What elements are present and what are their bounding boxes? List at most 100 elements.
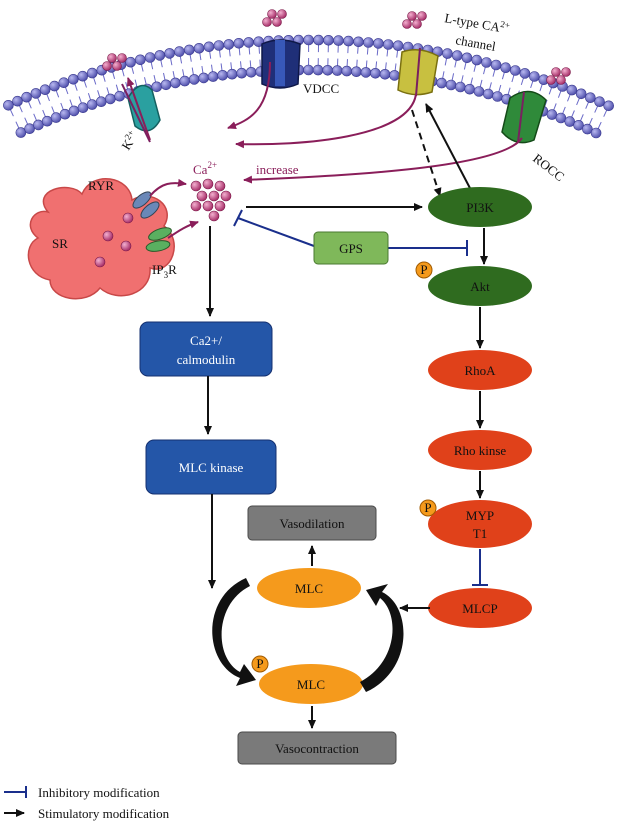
lipid-head — [77, 102, 89, 113]
lipid-head — [105, 93, 116, 105]
calcium-ion — [102, 61, 112, 71]
calcium-ion — [412, 19, 422, 29]
vasocontraction-box: Vasocontraction — [237, 731, 397, 765]
vdcc-label: VDCC — [303, 81, 339, 96]
calcium-ion — [556, 75, 566, 85]
sr-label: SR — [52, 236, 68, 251]
legend-inhibitory-icon — [4, 786, 27, 798]
lipid-head — [312, 64, 324, 76]
calcium-ion — [551, 67, 561, 77]
ion-cluster-ltype — [402, 11, 427, 29]
phospho-badge-akt: P — [415, 261, 433, 279]
svg-text:MYP: MYP — [466, 508, 494, 523]
increase-label: increase — [256, 162, 299, 177]
svg-text:MLC kinase: MLC kinase — [179, 460, 244, 475]
lipid-head — [392, 40, 404, 52]
lipid-head — [114, 90, 125, 102]
calcium-ion — [94, 256, 106, 268]
lipid-head — [331, 65, 343, 76]
mlc-node: MLC — [257, 568, 361, 608]
calcium-ion — [202, 200, 214, 212]
lipid-head — [68, 105, 80, 117]
lipid-head — [481, 57, 492, 68]
lipid-head — [160, 79, 172, 91]
lipid-head — [193, 42, 205, 54]
lipid-head — [203, 41, 215, 53]
cytosolic-calcium — [190, 178, 232, 222]
phospho-badge-mypt1: P — [419, 499, 437, 517]
ltype-label-line1: L-type CA2+ — [443, 9, 510, 36]
calcium-ion — [272, 17, 282, 27]
ion-cluster-rocc — [546, 67, 571, 85]
lipid-head — [15, 127, 27, 138]
calcium-ion — [402, 19, 412, 29]
lipid-head — [353, 36, 364, 48]
mypt1-inhibits-mlcp — [472, 549, 488, 586]
right-pathway-arrows — [399, 228, 488, 612]
svg-text:MLC: MLC — [295, 581, 323, 596]
lipid-head — [464, 83, 476, 95]
ryr-receptor — [132, 191, 160, 219]
rhoa-node: RhoA — [428, 350, 532, 390]
calcium-ion — [208, 210, 220, 222]
lipid-head — [68, 74, 79, 85]
svg-text:MLC: MLC — [297, 677, 325, 692]
lipid-head — [370, 68, 381, 79]
calcium-ion — [277, 9, 287, 19]
calcium-ion — [117, 53, 127, 63]
lipid-head — [594, 96, 605, 107]
lipid-head — [573, 120, 584, 131]
svg-text:Ca2+/: Ca2+/ — [190, 333, 222, 348]
sr-ions — [94, 212, 134, 268]
k-channel-label: K2+ — [118, 128, 142, 153]
calcium-ion — [561, 67, 571, 77]
svg-text:Rho kinse: Rho kinse — [454, 443, 507, 458]
lipid-head — [164, 48, 175, 59]
lipid-head — [41, 115, 53, 127]
svg-text:P: P — [420, 262, 427, 277]
lipid-head — [12, 95, 23, 107]
lipid-head — [313, 34, 324, 46]
rocc-label: ROCC — [530, 151, 567, 185]
lipid-head — [529, 71, 540, 82]
svg-text:PI3K: PI3K — [466, 200, 494, 215]
lipid-head — [351, 66, 362, 77]
calcium-ion — [120, 240, 132, 252]
svg-text:Vasodilation: Vasodilation — [280, 516, 345, 531]
calmodulin-box: Ca2+/ calmodulin — [139, 321, 273, 377]
lipid-head — [50, 112, 62, 123]
lipid-head — [33, 119, 44, 131]
lipid-head — [471, 54, 483, 66]
calcium-label: Ca2+ — [193, 160, 217, 177]
lipid-head — [86, 99, 98, 110]
svg-text:calmodulin: calmodulin — [177, 352, 236, 367]
sr-release-arrows — [149, 178, 199, 239]
lipid-head — [360, 67, 372, 78]
lipid-head — [323, 34, 334, 46]
lipid-head — [389, 70, 400, 81]
lipid-head — [226, 68, 238, 80]
calcium-ion — [220, 190, 232, 202]
lipid-head — [21, 91, 32, 103]
svg-text:P: P — [424, 500, 431, 515]
lipid-head — [575, 88, 587, 100]
calcium-ion — [102, 230, 114, 242]
l-type-channel — [397, 47, 439, 97]
lipid-head — [500, 62, 512, 73]
lipid-head — [341, 65, 353, 77]
lipid-head — [590, 127, 602, 139]
ryr-label: RYR — [88, 178, 114, 193]
lipid-head — [223, 39, 235, 50]
rocc-channel — [501, 90, 547, 144]
lipid-head — [198, 72, 209, 84]
lipid-head — [184, 44, 195, 56]
pi3k-node: PI3K — [428, 187, 532, 227]
calcium-ion — [407, 11, 417, 21]
legend-stimulatory-label: Stimulatory modification — [38, 806, 170, 821]
svg-text:Vasocontraction: Vasocontraction — [275, 741, 359, 756]
ltype-to-pi3k-dashed — [411, 109, 442, 197]
vasodilation-box: Vasodilation — [247, 505, 377, 541]
calcium-ion — [112, 61, 122, 71]
ion-cluster-k — [102, 53, 127, 71]
